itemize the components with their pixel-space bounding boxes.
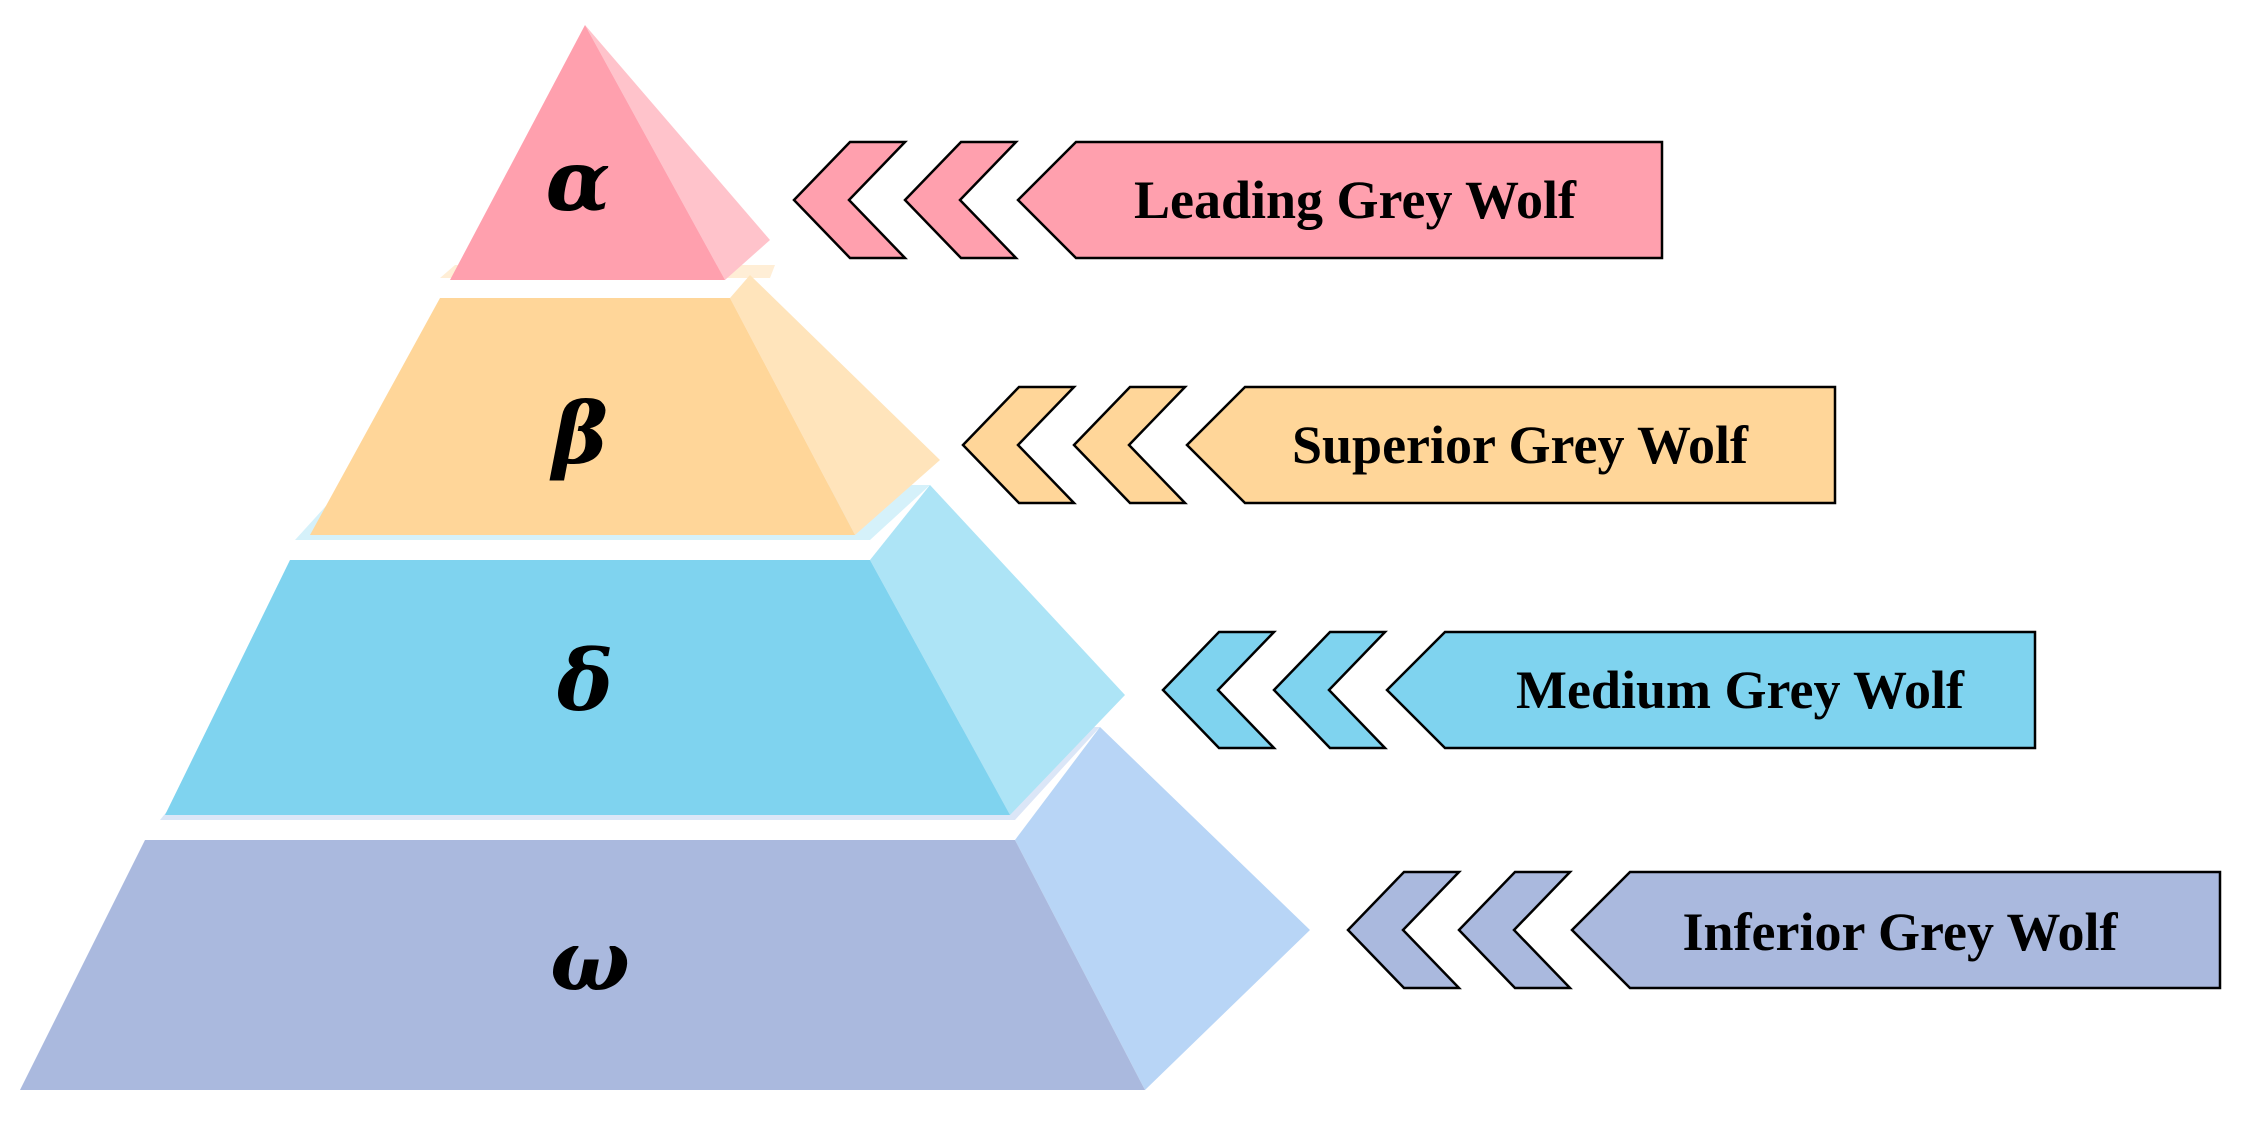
tier-delta-side-face xyxy=(870,485,1125,815)
tier-omega-side-face xyxy=(1015,727,1310,1090)
tier-alpha-front-face xyxy=(450,25,725,280)
label-tag-inferior xyxy=(1570,870,2222,990)
tier-delta-symbol: δ xyxy=(556,631,613,730)
chevron-left-icon xyxy=(1072,385,1188,505)
label-superior-grey-wolf: Superior Grey Wolf xyxy=(1292,415,1749,475)
chevron-left-icon xyxy=(1272,630,1388,750)
label-tag-leading xyxy=(1016,140,1664,260)
tier-delta-front-face xyxy=(165,560,1010,815)
chevron-left-icon xyxy=(961,385,1077,505)
chevron-left-icon xyxy=(1161,630,1277,750)
tier-beta-side-face xyxy=(730,275,940,535)
label-row-leading: Leading Grey Wolf xyxy=(792,140,1664,260)
label-leading-grey-wolf: Leading Grey Wolf xyxy=(1134,170,1577,230)
chevron-left-icon xyxy=(1457,870,1573,990)
tier-beta-front-face xyxy=(310,298,855,535)
label-row-medium: Medium Grey Wolf xyxy=(1161,630,2037,750)
label-row-inferior: Inferior Grey Wolf xyxy=(1346,870,2222,990)
label-medium-grey-wolf: Medium Grey Wolf xyxy=(1516,660,1965,720)
label-row-superior: Superior Grey Wolf xyxy=(961,385,1837,505)
tier-omega-front-face xyxy=(20,840,1145,1090)
label-inferior-grey-wolf: Inferior Grey Wolf xyxy=(1683,902,2119,962)
chevron-left-icon xyxy=(792,140,908,260)
chevron-left-icon xyxy=(903,140,1019,260)
tier-alpha-side-face xyxy=(585,25,770,280)
tier-beta-symbol: β xyxy=(549,384,608,483)
tier-alpha-symbol: α xyxy=(546,131,611,230)
label-tag-superior xyxy=(1185,385,1837,505)
pyramid-tier-beta: β xyxy=(310,265,940,535)
label-tag-medium xyxy=(1385,630,2037,750)
tier-omega-symbol: ω xyxy=(550,911,630,1010)
pyramid-tier-alpha: α xyxy=(450,25,770,280)
chevron-left-icon xyxy=(1346,870,1462,990)
